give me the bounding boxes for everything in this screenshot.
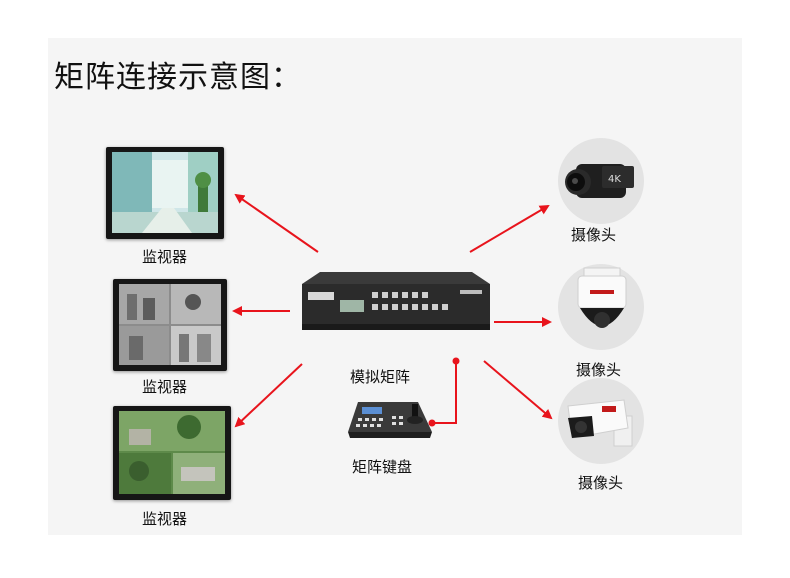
monitor-3 bbox=[113, 406, 231, 500]
arrow-to-monitor-3 bbox=[236, 364, 302, 426]
arrow-to-camera-1 bbox=[470, 206, 548, 252]
monitor-1 bbox=[106, 147, 224, 239]
camera-3-label: 摄像头 bbox=[578, 472, 623, 493]
arrow-to-camera-3 bbox=[484, 361, 551, 418]
keyboard-label: 矩阵键盘 bbox=[352, 456, 412, 477]
svg-text:4K: 4K bbox=[608, 174, 621, 185]
camera-2-dome-camera-icon bbox=[574, 266, 630, 346]
monitor-2-label: 监视器 bbox=[142, 376, 187, 397]
matrix-keyboard bbox=[346, 398, 434, 440]
camera-2-label: 摄像头 bbox=[576, 359, 621, 380]
arrow-to-monitor-1 bbox=[236, 195, 318, 252]
monitor-3-label: 监视器 bbox=[142, 508, 187, 529]
camera-3-bullet-camera-icon bbox=[564, 396, 642, 454]
matrix-label: 模拟矩阵 bbox=[350, 366, 410, 387]
camera-1-label: 摄像头 bbox=[571, 224, 616, 245]
matrix-device bbox=[300, 270, 490, 332]
keyboard-link bbox=[432, 362, 456, 423]
monitor-2-screen bbox=[119, 284, 221, 365]
camera-1-camcorder-icon: 4K bbox=[562, 152, 642, 208]
keyboard-link-end-dot bbox=[453, 358, 460, 365]
monitor-2 bbox=[113, 279, 227, 371]
monitor-3-screen bbox=[119, 411, 225, 494]
monitor-1-label: 监视器 bbox=[142, 246, 187, 267]
monitor-1-screen bbox=[112, 152, 218, 233]
